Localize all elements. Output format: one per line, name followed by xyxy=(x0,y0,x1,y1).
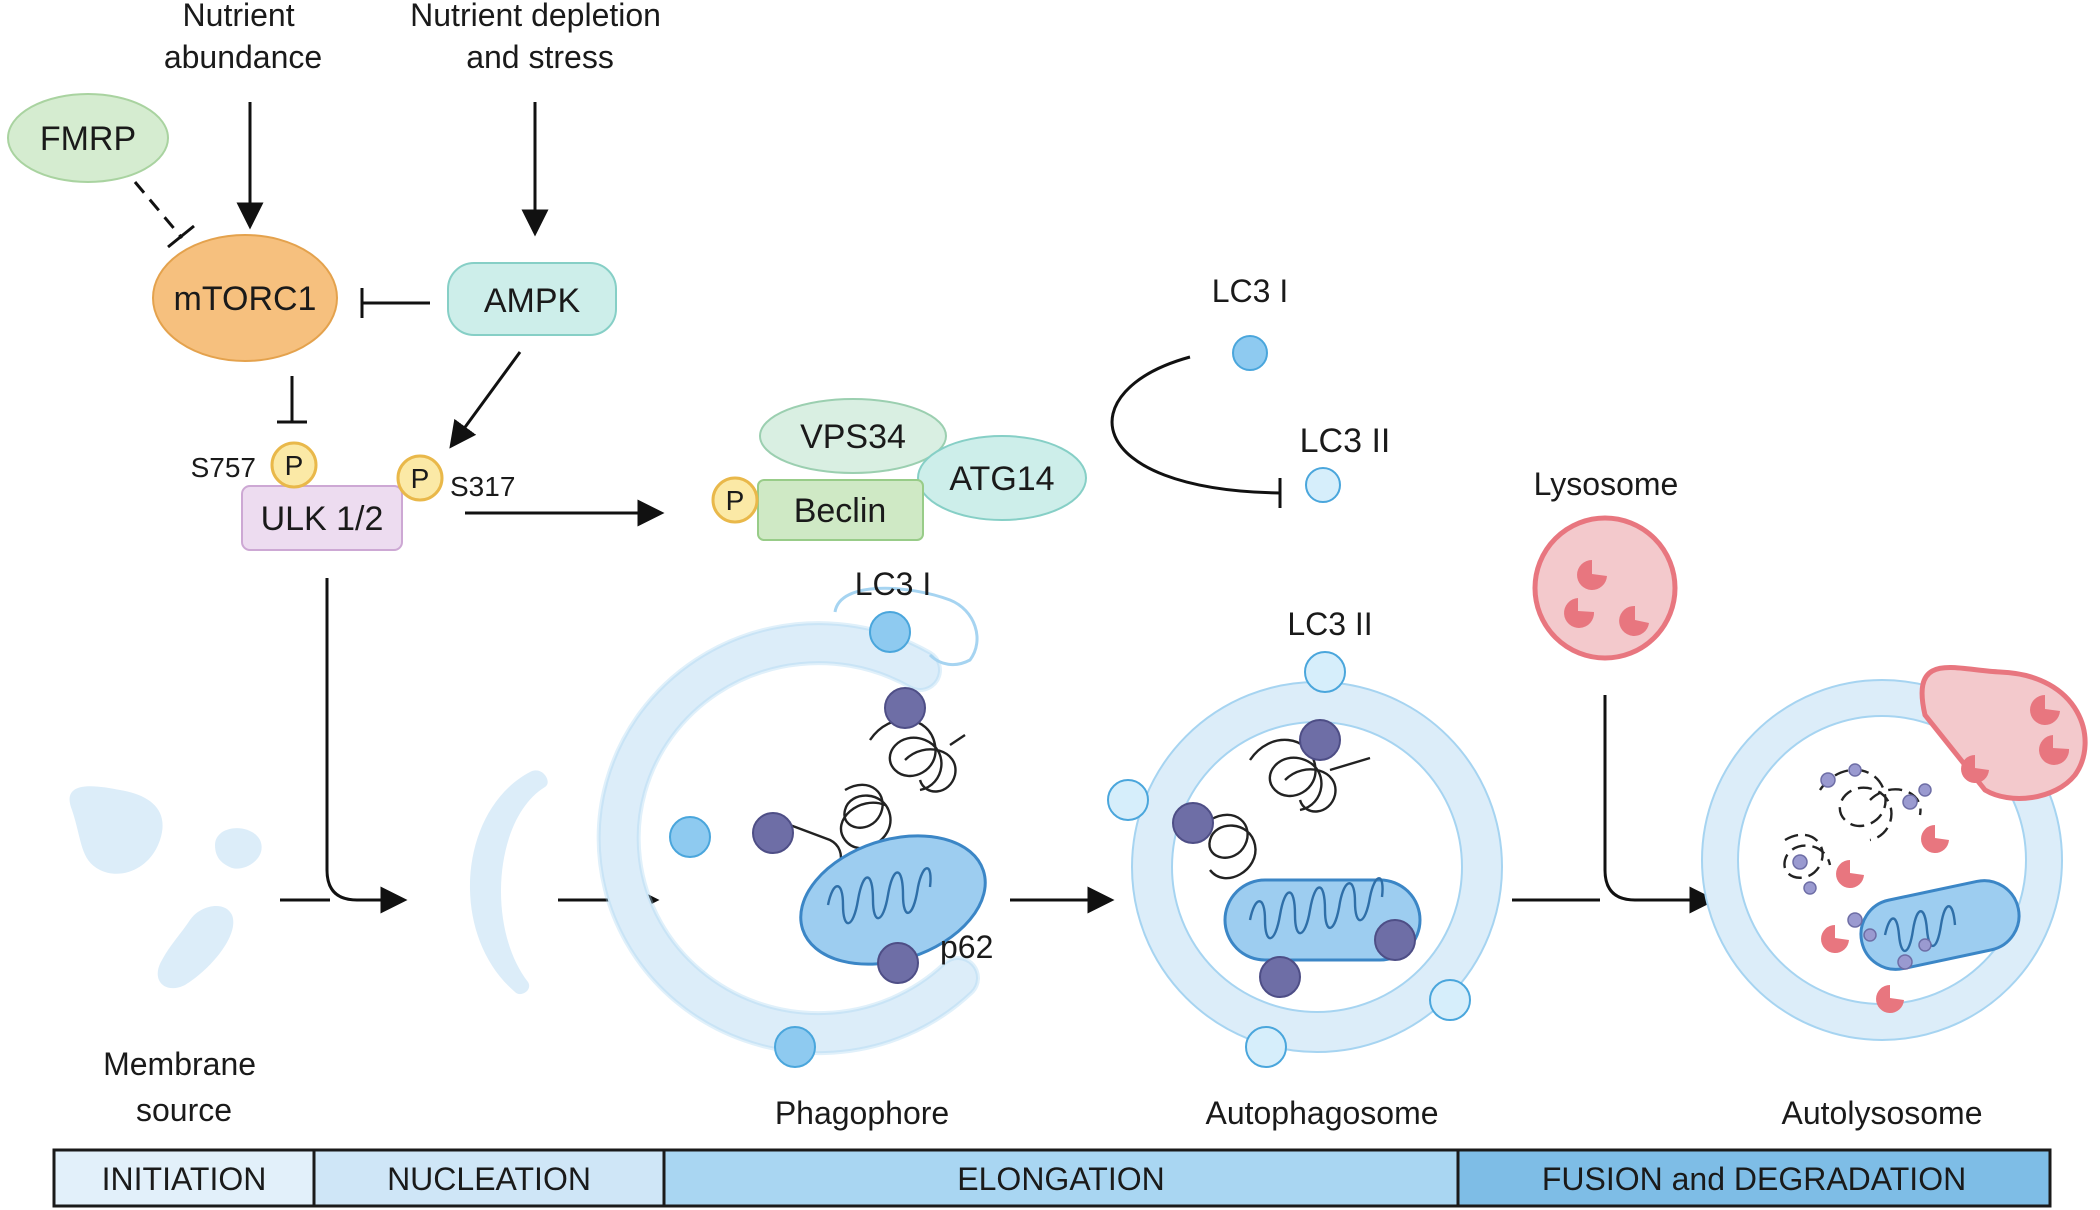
phospho-s317: P xyxy=(396,454,444,502)
svg-text:P: P xyxy=(285,450,304,481)
nutrient-depletion-label: Nutrient depletion and stress xyxy=(410,0,670,75)
autophagosome xyxy=(1107,651,1503,1068)
ulk-to-nucleation-arrow xyxy=(325,578,408,914)
autophagosome-cargo xyxy=(1208,738,1371,880)
ampk-to-ulk xyxy=(449,351,522,449)
membrane-source xyxy=(69,786,262,989)
fmrp-inhibit-bar xyxy=(167,224,195,249)
lc3-i-top-label: LC3 I xyxy=(1212,273,1288,309)
autophagosome-mitochondrion xyxy=(1223,877,1422,962)
phagophore xyxy=(596,586,987,1068)
lc3-ii-particle xyxy=(1305,467,1341,503)
autolysosome-enzymes xyxy=(1821,755,1989,1014)
autophagosome-label: Autophagosome xyxy=(1205,1095,1438,1131)
phospho-s757: P xyxy=(270,441,318,489)
nutrient-abundance-label: Nutrient abundance xyxy=(164,0,322,75)
autolysosome xyxy=(1701,665,2088,1041)
stage-nucleation: NUCLEATION xyxy=(387,1161,591,1197)
svg-text:ATG14: ATG14 xyxy=(949,460,1054,498)
fmrp-inhibits-mtorc1 xyxy=(133,181,184,239)
autophagosome-lc3-ii-label: LC3 II xyxy=(1287,606,1372,642)
phagophore-p62-dots xyxy=(752,687,926,984)
ulk-node: ULK 1/2 xyxy=(241,485,403,551)
phagophore-lc3-i-label: LC3 I xyxy=(855,566,931,602)
svg-text:Beclin: Beclin xyxy=(794,492,887,530)
p62-label: p62 xyxy=(940,929,993,965)
fmrp-node: FMRP xyxy=(7,93,169,183)
vps34-node: VPS34 xyxy=(759,398,947,474)
ampk-node: AMPK xyxy=(447,262,617,336)
stage-nucleation-box xyxy=(312,1148,666,1208)
beclin-node: Beclin xyxy=(757,479,924,541)
s317-label: S317 xyxy=(450,471,515,502)
lysosome-label: Lysosome xyxy=(1534,466,1679,502)
nucleation-crescent xyxy=(469,770,548,995)
autophagosome-lc3-dots xyxy=(1107,651,1471,1068)
svg-text:P: P xyxy=(726,485,745,516)
phagophore-label: Phagophore xyxy=(775,1095,949,1131)
stage-initiation: INITIATION xyxy=(102,1161,267,1197)
phagophore-lc3-dots xyxy=(669,611,911,1068)
signaling-edges xyxy=(133,102,665,527)
stage-elongation: ELONGATION xyxy=(957,1161,1164,1197)
lysosome xyxy=(1532,515,1678,661)
lc3-i-particle xyxy=(1232,335,1268,371)
svg-text:FMRP: FMRP xyxy=(40,120,136,158)
svg-text:mTORC1: mTORC1 xyxy=(174,280,317,318)
autolysosome-label: Autolysosome xyxy=(1782,1095,1983,1131)
svg-text:VPS34: VPS34 xyxy=(800,418,906,456)
svg-text:ULK 1/2: ULK 1/2 xyxy=(261,500,384,538)
lysosome-to-fusion-arrow xyxy=(1603,695,1717,914)
stage-initiation-box xyxy=(52,1148,316,1208)
membrane-source-label: Membrane source xyxy=(103,1046,265,1128)
mtorc1-node: mTORC1 xyxy=(152,234,338,362)
stage-fusion: FUSION and DEGRADATION xyxy=(1542,1161,1966,1197)
lc3-conversion-arc xyxy=(1110,355,1281,495)
autophagosome-p62-dots xyxy=(1172,719,1416,998)
atg14-node: ATG14 xyxy=(917,435,1087,521)
stage-fusion-box xyxy=(1456,1148,2052,1208)
svg-text:AMPK: AMPK xyxy=(484,282,581,320)
phospho-beclin: P xyxy=(711,476,759,524)
autolysosome-fragments xyxy=(1792,763,1932,970)
lc3-ii-top-label: LC3 II xyxy=(1300,422,1391,460)
autolysosome-cargo xyxy=(1783,768,1922,879)
svg-text:P: P xyxy=(411,463,430,494)
stage-bar xyxy=(52,1148,2052,1208)
autolysosome-mitochondrion xyxy=(1859,879,2021,971)
s757-label: S757 xyxy=(191,452,256,483)
